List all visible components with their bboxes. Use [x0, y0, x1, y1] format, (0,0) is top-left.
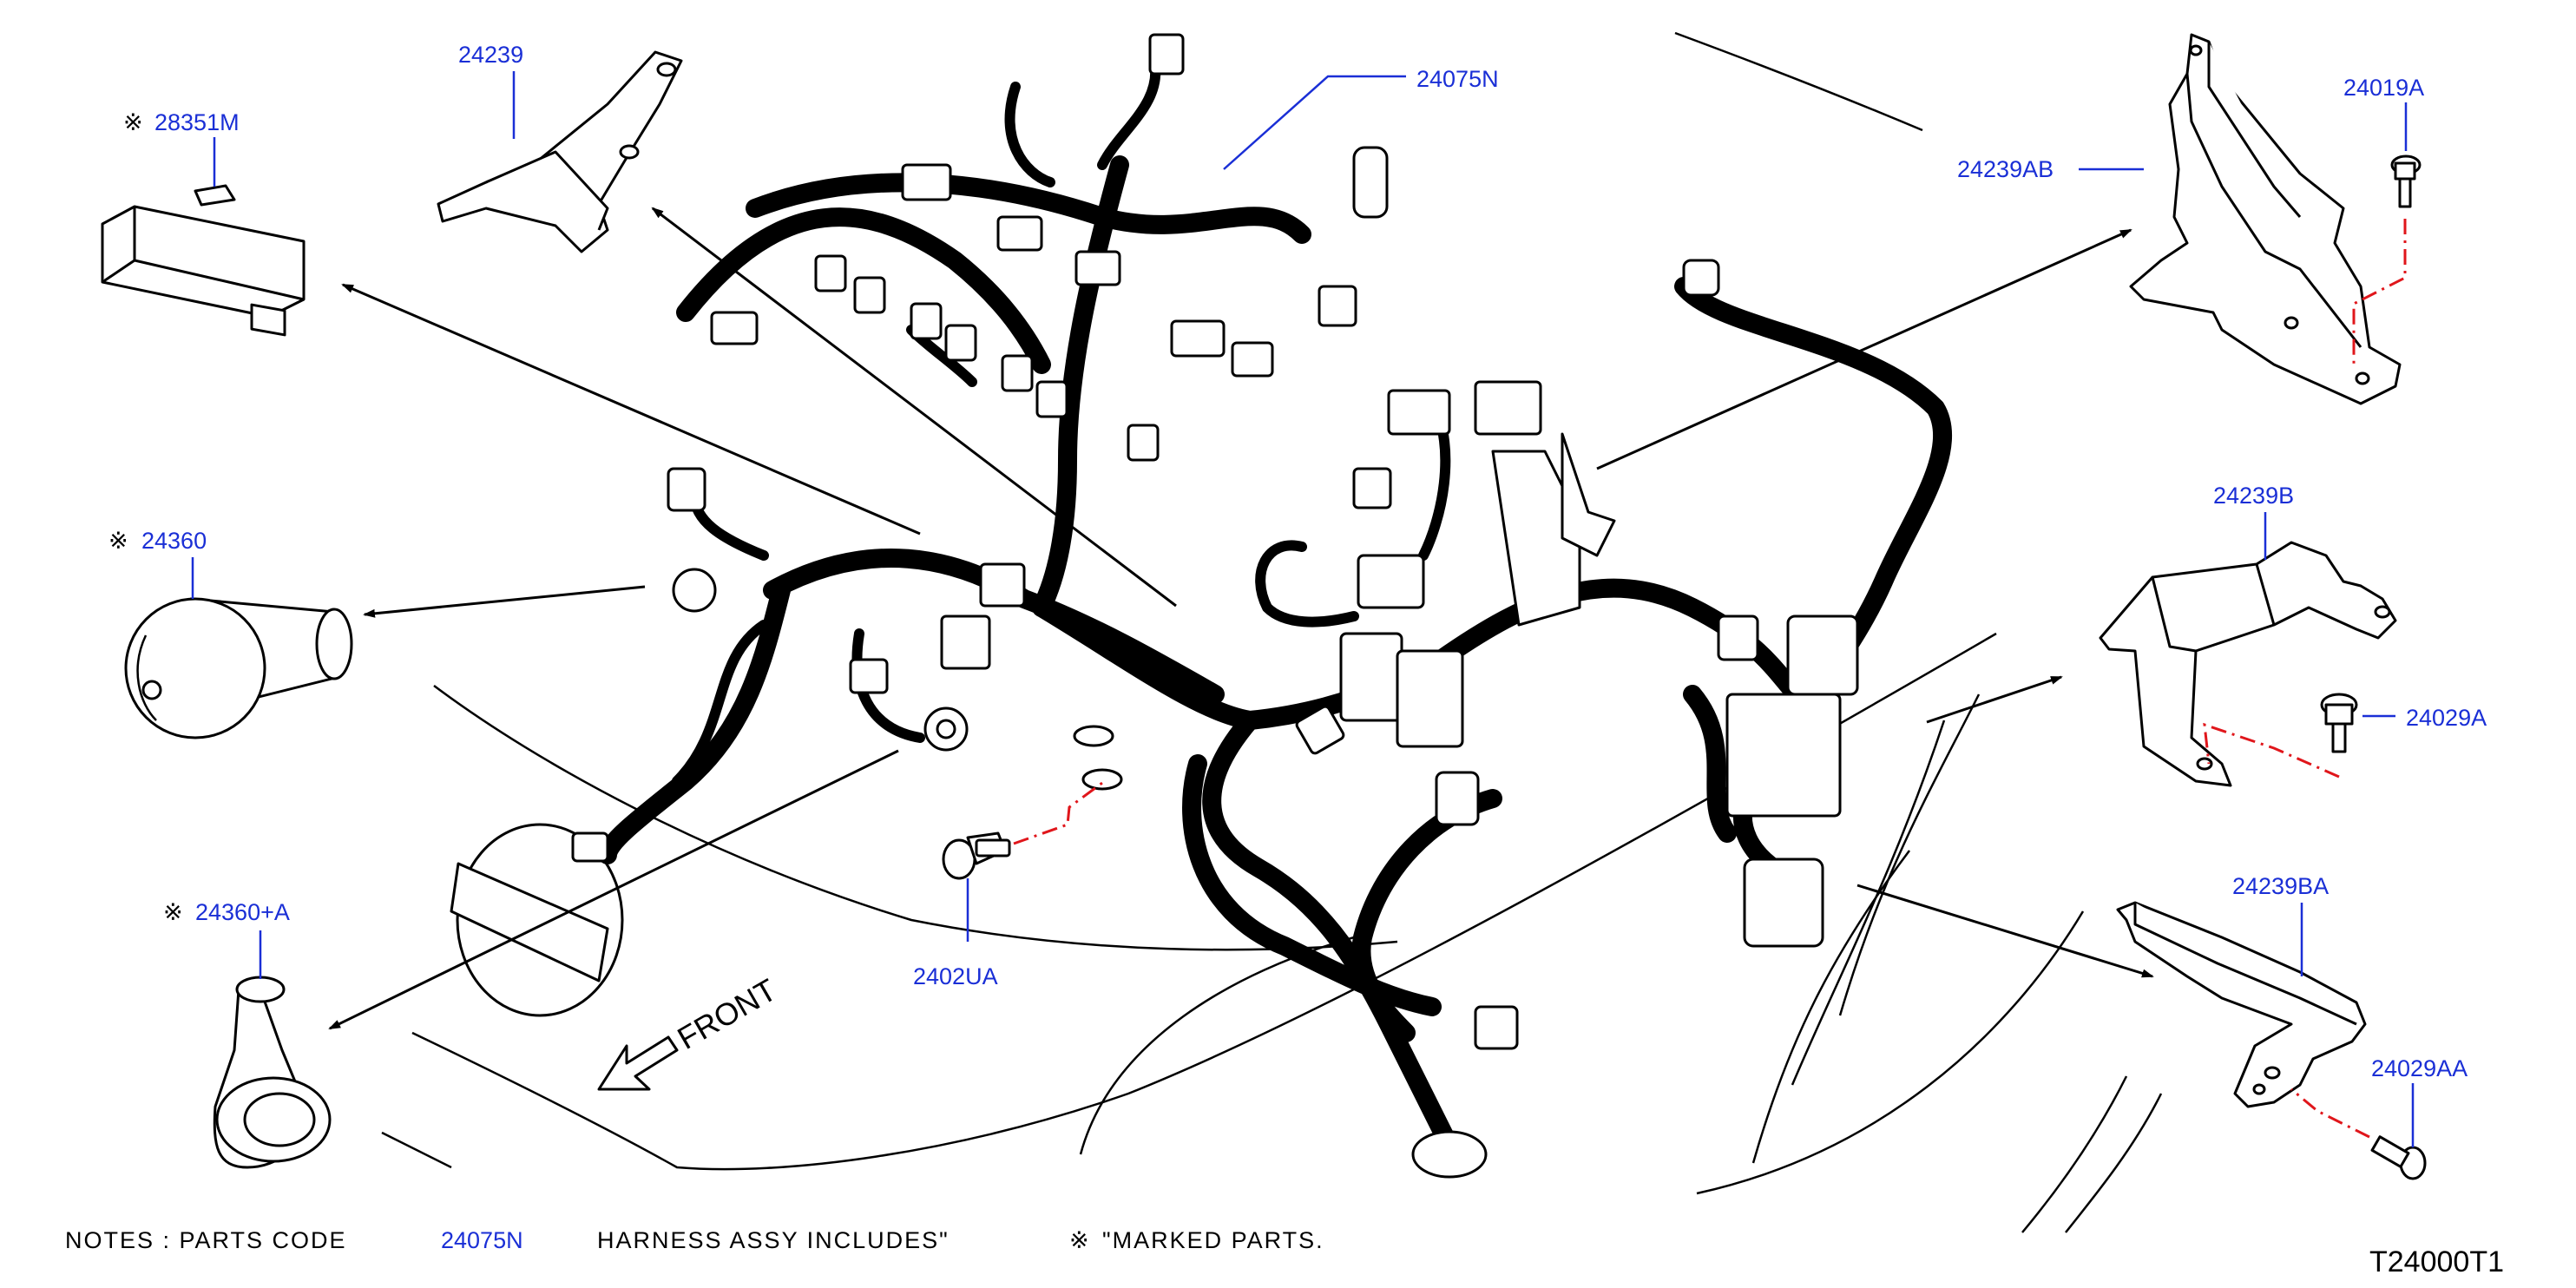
callout-24239ab: 24239AB [1957, 156, 2054, 182]
grommet-disk [450, 823, 624, 1017]
centerline-2402ua [1013, 781, 1103, 845]
body-outline [381, 31, 2163, 1233]
part-24239ab [2129, 33, 2402, 405]
part-24029aa [2370, 1135, 2427, 1180]
callout-24029aa: 24029AA [2371, 1055, 2468, 1081]
callout-24075n: 24075N [1416, 66, 1499, 92]
part-24360a [213, 976, 332, 1169]
pointer-arrows [328, 207, 2154, 1030]
centerline-24029a [2203, 722, 2340, 779]
part-24029a [2320, 693, 2358, 753]
callout-28351m: 28351M [154, 109, 240, 135]
callout-24360-mark: ※ [108, 528, 128, 555]
callout-24360a-mark: ※ [163, 899, 183, 926]
main-harness [598, 56, 1953, 1155]
part-24239 [437, 50, 683, 253]
callout-2402ua: 2402UA [913, 963, 998, 989]
harness-connectors [571, 33, 1859, 1179]
part-2402ua [942, 831, 1011, 880]
front-label: FRONT [672, 971, 783, 1056]
leader-24075n [1223, 75, 1406, 170]
notes: NOTES : PARTS CODE 24075N HARNESS ASSY I… [65, 1227, 1324, 1254]
callout-24019a: 24019A [2343, 75, 2424, 101]
callout-24239ba: 24239BA [2232, 873, 2329, 899]
centerline-24029aa [2290, 1088, 2370, 1139]
front-indicator: FRONT [597, 971, 783, 1091]
part-24019a [2390, 154, 2422, 208]
callout-24360: 24360 [141, 528, 207, 554]
callout-24239: 24239 [458, 42, 523, 68]
notes-middle: HARNESS ASSY INCLUDES" [597, 1227, 950, 1253]
notes-mark: ※ [1069, 1227, 1089, 1254]
callout-24239b: 24239B [2213, 483, 2294, 509]
part-24360 [124, 597, 353, 739]
notes-prefix: NOTES : PARTS CODE [65, 1227, 347, 1253]
part-28351m [101, 184, 306, 337]
callout-24029a: 24029A [2406, 705, 2487, 731]
drawing-code: T24000T1 [2369, 1245, 2504, 1278]
callout-24360a: 24360+A [195, 899, 290, 925]
callout-28351m-mark: ※ [123, 109, 143, 136]
notes-suffix: "MARKED PARTS. [1102, 1227, 1324, 1253]
notes-code: 24075N [441, 1227, 523, 1253]
part-24239ba [2116, 901, 2367, 1108]
part-24239b [2099, 541, 2397, 787]
